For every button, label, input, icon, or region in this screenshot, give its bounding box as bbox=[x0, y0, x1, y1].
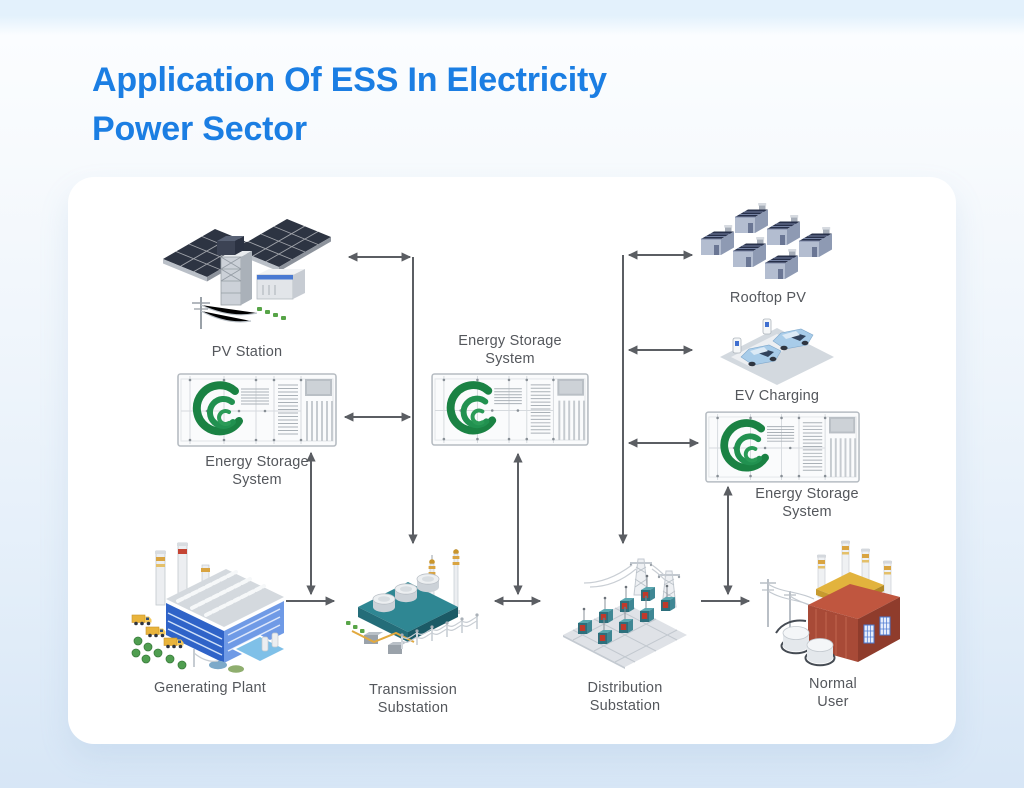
ess-center-label-line2: System bbox=[485, 351, 535, 368]
normal-user-label-line1: Normal bbox=[809, 676, 857, 692]
ess-left-label-line2: System bbox=[232, 472, 282, 489]
page-title-line2: Power Sector bbox=[92, 109, 307, 148]
page-title-line1: Application Of ESS In Electricity bbox=[92, 61, 607, 99]
generating-plant-illustration bbox=[130, 541, 290, 673]
node-rooftop-pv: Rooftop PV bbox=[698, 203, 838, 307]
distribution-substation-illustration bbox=[562, 555, 688, 669]
ev-charging-illustration bbox=[719, 305, 835, 385]
generating-plant-label: Generating Plant bbox=[153, 680, 267, 696]
pv-station-illustration bbox=[159, 213, 335, 337]
distribution-label-line1: Distribution bbox=[587, 680, 663, 696]
transmission-substation-illustration bbox=[344, 549, 484, 675]
ess-right-label-line1: Energy Storage bbox=[755, 486, 859, 502]
ess-right-label-line2: System bbox=[782, 504, 832, 521]
node-ev-charging: EV Charging bbox=[713, 305, 841, 405]
rooftop-pv-illustration bbox=[701, 203, 835, 287]
ev-charging-label: EV Charging bbox=[734, 388, 820, 404]
distribution-label-line2: Substation bbox=[589, 698, 661, 715]
ess-left-illustration bbox=[177, 373, 337, 447]
node-generating-plant: Generating Plant bbox=[128, 541, 292, 697]
ess-right-illustration bbox=[705, 411, 860, 483]
transmission-label-line2: Substation bbox=[377, 700, 449, 717]
node-pv-station: PV Station bbox=[158, 213, 336, 361]
pv-station-label: PV Station bbox=[211, 344, 283, 360]
connector-arrows bbox=[286, 250, 751, 606]
normal-user-illustration bbox=[758, 529, 908, 667]
ess-center-illustration bbox=[431, 373, 589, 446]
ess-center-label-line1: Energy Storage bbox=[458, 333, 562, 349]
rooftop-pv-label: Rooftop PV bbox=[729, 290, 807, 306]
transmission-label-line1: Transmission bbox=[368, 682, 458, 698]
ess-left-label-line1: Energy Storage bbox=[205, 454, 309, 470]
normal-user-label-line2: User bbox=[817, 694, 849, 711]
